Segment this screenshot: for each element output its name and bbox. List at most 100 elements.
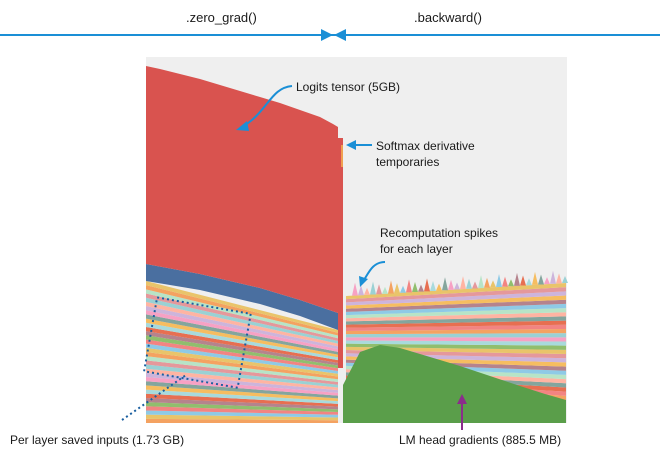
recomputation-spike <box>436 283 442 291</box>
recomputation-spike <box>382 286 388 294</box>
recomputation-spike <box>352 282 358 296</box>
layer-band <box>346 343 566 350</box>
layer-band <box>146 393 338 407</box>
layer-band <box>146 322 338 361</box>
recomputation-spike <box>520 275 526 286</box>
recomputation-spike <box>496 274 502 287</box>
lm-head-gradients-area <box>343 345 566 423</box>
layer-band <box>146 301 338 347</box>
layer-band <box>346 337 566 342</box>
layer-band <box>346 333 566 338</box>
saved-input-bands-forward <box>146 281 338 423</box>
recomputation-spike <box>388 280 394 294</box>
layer-band <box>146 285 338 336</box>
recomputation-spike <box>502 276 508 287</box>
layer-band <box>146 368 338 391</box>
layer-band <box>346 283 566 300</box>
layer-band <box>346 340 566 346</box>
layer-band <box>146 360 338 385</box>
layer-band <box>146 397 338 410</box>
zero-grad-arrowhead <box>321 29 333 41</box>
recomputation-spike <box>532 271 538 285</box>
recomputation-spike <box>394 283 400 294</box>
layer-band <box>146 372 338 393</box>
lm-head-gradients-label: LM head gradients (885.5 MB) <box>399 433 562 447</box>
layer-band <box>346 295 566 309</box>
backward-label: .backward() <box>414 10 482 25</box>
layer-band <box>146 281 338 333</box>
layer-band <box>146 385 338 402</box>
layer-band <box>146 381 338 399</box>
layer-band <box>146 289 338 339</box>
layer-band <box>146 418 338 423</box>
layer-band <box>146 297 338 344</box>
layer-band <box>146 293 338 341</box>
layer-band <box>146 356 338 382</box>
layer-band <box>346 328 566 335</box>
layer-band <box>146 364 338 388</box>
layer-band <box>146 402 338 413</box>
layer-band <box>146 318 338 358</box>
recomputation-spike <box>412 282 418 293</box>
recomputation-spike <box>556 273 562 284</box>
logits-arrowhead <box>236 121 249 131</box>
layer-band <box>146 310 338 352</box>
logits-tensor-area <box>146 66 338 313</box>
recomputation-spike <box>358 285 364 296</box>
layer-band <box>146 377 338 396</box>
recompute-arrowhead <box>359 276 368 287</box>
layer-band <box>346 312 566 322</box>
recomputation-spike <box>550 270 556 284</box>
layer-band <box>346 291 566 306</box>
layer-band <box>146 331 338 366</box>
recomputation-spike <box>370 281 376 295</box>
layer-band <box>346 316 566 325</box>
recomputation-spike <box>442 277 448 291</box>
recomputation-spike <box>472 281 478 289</box>
softmax-spike <box>338 138 343 368</box>
recomputation-spike <box>376 284 382 295</box>
recomputation-spike <box>448 279 454 290</box>
layer-band <box>346 287 566 303</box>
zero-grad-label: .zero_grad() <box>186 10 257 25</box>
softmax-temporaries-label: Softmax derivative temporaries <box>376 139 475 169</box>
recomputation-spike <box>562 276 568 284</box>
layer-band <box>146 389 338 404</box>
layer-band <box>346 303 566 316</box>
layer-band <box>146 306 338 350</box>
layer-band <box>146 410 338 418</box>
saved-inputs-dotted-line <box>121 374 187 421</box>
recomputation-spike <box>544 277 550 285</box>
recomputation-spike <box>526 278 532 286</box>
layer-band <box>146 326 338 363</box>
recomputation-spike <box>484 277 490 288</box>
layer-band <box>346 324 566 331</box>
layer-band <box>146 314 338 355</box>
layer-band <box>146 347 338 377</box>
lm-grad-arrowhead <box>457 394 467 404</box>
layer-band <box>146 406 338 415</box>
recomputation-spike <box>400 285 406 293</box>
softmax-spike-edge <box>341 145 343 167</box>
recomputation-spike <box>490 280 496 288</box>
layer-band <box>346 308 566 319</box>
recomputation-spike <box>538 274 544 285</box>
blue-activation-band <box>146 264 338 330</box>
layer-band <box>146 352 338 380</box>
layer-band <box>146 339 338 372</box>
recomputation-spike <box>478 275 484 289</box>
recomputation-spike <box>508 279 514 287</box>
recompute-arrow <box>363 261 386 281</box>
softmax-arrowhead <box>346 140 356 150</box>
recomputation-spike <box>466 278 472 289</box>
recomputation-spike <box>424 278 430 292</box>
layer-band <box>346 320 566 328</box>
saved-inputs-label: Per layer saved inputs (1.73 GB) <box>10 433 185 447</box>
recomputation-spike <box>364 287 370 295</box>
logits-arrow <box>241 85 293 128</box>
recomputation-spikes-label: Recomputation spikes for each layer <box>380 226 499 256</box>
recomputation-spike <box>418 284 424 292</box>
recomputation-spike <box>454 282 460 290</box>
recomputation-spike <box>406 279 412 293</box>
